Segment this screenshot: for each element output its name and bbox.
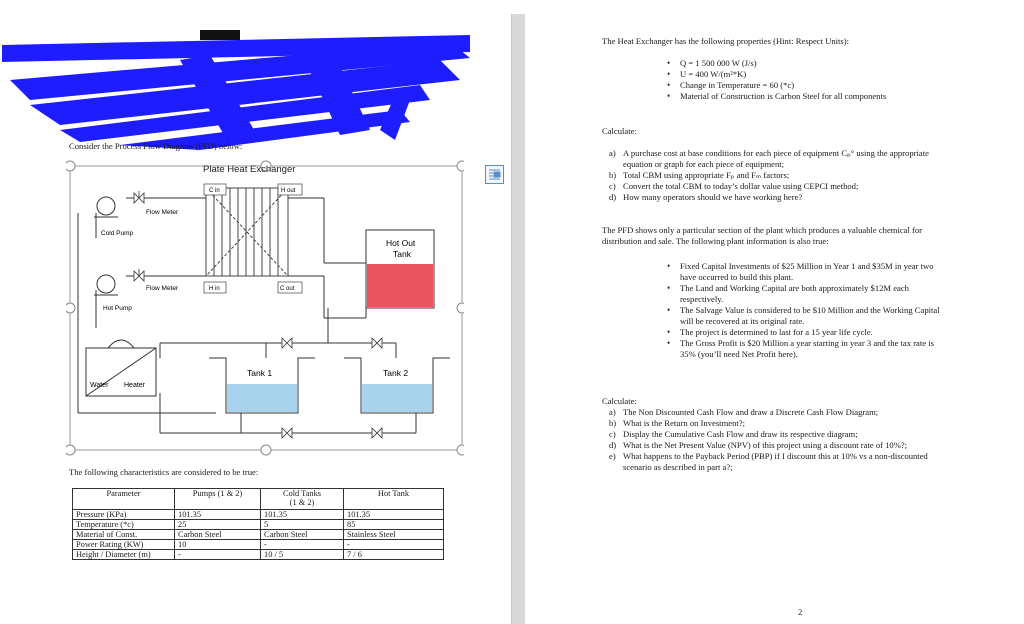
resize-handle[interactable] bbox=[66, 444, 76, 456]
calculate-list-2: a)The Non Discounted Cash Flow and draw … bbox=[609, 407, 928, 473]
table-row: Material of Const. Carbon Steel Carbon S… bbox=[72, 529, 444, 540]
hx-intro: The Heat Exchanger has the following pro… bbox=[602, 36, 849, 46]
label-flow-meter-1: Flow Meter bbox=[146, 209, 179, 216]
list-item: d)How many operators should we have work… bbox=[609, 192, 803, 202]
resize-handle[interactable] bbox=[260, 444, 272, 456]
label-h-in: H in bbox=[209, 286, 220, 292]
label-heater: Heater bbox=[124, 382, 146, 389]
label-water: Water bbox=[90, 382, 109, 389]
resize-handle[interactable] bbox=[66, 302, 76, 314]
pfd-intro-text: Consider the Process Flow Diagram (PFD) … bbox=[69, 141, 243, 151]
list-item: c)Display the Cumulative Cash Flow and d… bbox=[609, 429, 858, 439]
tank-1 bbox=[209, 357, 315, 414]
table-cell: Height / Diameter (m) bbox=[72, 549, 175, 560]
list-item: Material of Construction is Carbon Steel… bbox=[667, 91, 886, 102]
table-row: Pressure (KPa) 101.35 101.35 101.35 bbox=[72, 509, 444, 520]
label-tank: Tank bbox=[393, 249, 412, 259]
calculate-heading-2: Calculate: bbox=[602, 396, 637, 406]
pfd-paragraph: The PFD shows only a particular section … bbox=[602, 225, 923, 246]
list-item: The Salvage Value is considered to be $1… bbox=[667, 305, 940, 327]
plate-heat-exchanger bbox=[205, 187, 289, 277]
table-cell: 10 / 5 bbox=[260, 549, 344, 560]
table-cell: 25 bbox=[174, 519, 261, 530]
list-item: e)What happens to the Payback Period (PB… bbox=[609, 451, 928, 472]
table-cell: 101.35 bbox=[343, 509, 444, 520]
right-document-page: The Heat Exchanger has the following pro… bbox=[525, 0, 1024, 624]
label-tank-1: Tank 1 bbox=[247, 368, 272, 378]
list-item: a)A purchase cost at base conditions for… bbox=[609, 148, 929, 169]
table-row: Power Rating (KW) 10 - - bbox=[72, 539, 444, 550]
valve-icon bbox=[281, 337, 293, 349]
label-c-out: C out bbox=[280, 286, 295, 292]
hot-out-tank bbox=[365, 229, 435, 309]
resize-handle[interactable] bbox=[456, 160, 464, 172]
label-hot-out: Hot Out bbox=[386, 238, 416, 248]
list-item: Change in Temperature = 60 (*c) bbox=[667, 80, 886, 91]
table-cell: 101.35 bbox=[260, 509, 344, 520]
characteristics-intro: The following characteristics are consid… bbox=[69, 467, 259, 477]
list-item: a)The Non Discounted Cash Flow and draw … bbox=[609, 407, 879, 417]
hx-properties-list: Q = 1 500 000 W (J/s)U = 400 W/(m²*K)Cha… bbox=[667, 58, 886, 102]
table-cell: - bbox=[174, 549, 261, 560]
table-cell: Carbon Steel bbox=[174, 529, 261, 540]
table-cell: 5 bbox=[260, 519, 344, 530]
header-cold-tanks: Cold Tanks (1 & 2) bbox=[260, 488, 344, 510]
list-item: The Land and Working Capital are both ap… bbox=[667, 283, 940, 305]
plant-info-list: Fixed Capital Investments of $25 Million… bbox=[667, 261, 940, 360]
water-heater bbox=[85, 339, 157, 397]
layout-options-icon[interactable] bbox=[485, 165, 504, 184]
table-cell: 101.35 bbox=[174, 509, 261, 520]
header-hot-tank: Hot Tank bbox=[343, 488, 444, 510]
valve-icon bbox=[371, 337, 383, 349]
table-cell: 7 / 6 bbox=[343, 549, 444, 560]
label-flow-meter-2: Flow Meter bbox=[146, 285, 179, 292]
table-cell: Temperature (*c) bbox=[72, 519, 175, 530]
list-item: b)What is the Return on Investment?; bbox=[609, 418, 745, 428]
label-h-out: H out bbox=[281, 188, 296, 194]
resize-handle[interactable] bbox=[66, 160, 76, 172]
label-hot-pump: Hot Pump bbox=[103, 305, 132, 312]
redaction-scribble bbox=[2, 30, 470, 150]
process-flow-diagram[interactable]: Plate Heat Exchanger C in H out H in C o… bbox=[66, 158, 464, 456]
table-cell: Carbon Steel bbox=[260, 529, 344, 540]
page-number: 2 bbox=[798, 607, 803, 617]
table-cell: Power Rating (KW) bbox=[72, 539, 175, 550]
table-cell: Material of Const. bbox=[72, 529, 175, 540]
list-item: The project is determined to last for a … bbox=[667, 327, 940, 338]
calculate-list-1: a)A purchase cost at base conditions for… bbox=[609, 148, 929, 203]
valve-icon bbox=[371, 427, 383, 439]
hx-title: Plate Heat Exchanger bbox=[203, 164, 295, 175]
characteristics-table: Parameter Pumps (1 & 2) Cold Tanks (1 & … bbox=[72, 488, 444, 560]
resize-handle[interactable] bbox=[260, 160, 272, 172]
label-tank-2: Tank 2 bbox=[383, 368, 408, 378]
table-row: Temperature (*c) 25 5 85 bbox=[72, 519, 444, 530]
list-item: d)What is the Net Present Value (NPV) of… bbox=[609, 440, 908, 450]
table-cell: - bbox=[343, 539, 444, 550]
resize-handle[interactable] bbox=[456, 444, 464, 456]
resize-handle[interactable] bbox=[456, 302, 464, 314]
calculate-heading-1: Calculate: bbox=[602, 126, 637, 136]
list-item: c)Convert the total CBM to today’s dolla… bbox=[609, 181, 859, 191]
list-item: Q = 1 500 000 W (J/s) bbox=[667, 58, 886, 69]
left-document-page: Consider the Process Flow Diagram (PFD) … bbox=[0, 0, 511, 624]
table-cell: 85 bbox=[343, 519, 444, 530]
list-item: U = 400 W/(m²*K) bbox=[667, 69, 886, 80]
header-pumps: Pumps (1 & 2) bbox=[174, 488, 261, 510]
table-cell: Pressure (KPa) bbox=[72, 509, 175, 520]
table-cell: Stainless Steel bbox=[343, 529, 444, 540]
cold-pump-icon bbox=[96, 196, 116, 216]
page-gutter bbox=[511, 14, 526, 624]
label-c-in: C in bbox=[209, 188, 220, 194]
list-item: Fixed Capital Investments of $25 Million… bbox=[667, 261, 940, 283]
tank-2 bbox=[344, 357, 450, 414]
header-parameter: Parameter bbox=[72, 488, 175, 510]
label-cold-pump: Cold Pump bbox=[101, 230, 134, 237]
table-row: Height / Diameter (m) - 10 / 5 7 / 6 bbox=[72, 549, 444, 560]
table-cell: - bbox=[260, 539, 344, 550]
list-item: The Gross Profit is $20 Million a year s… bbox=[667, 338, 940, 360]
table-cell: 10 bbox=[174, 539, 261, 550]
hot-pump-icon bbox=[96, 274, 116, 294]
valve-icon bbox=[281, 427, 293, 439]
list-item: b)Total CBM using appropriate Fₚ and Fₘ … bbox=[609, 170, 790, 180]
